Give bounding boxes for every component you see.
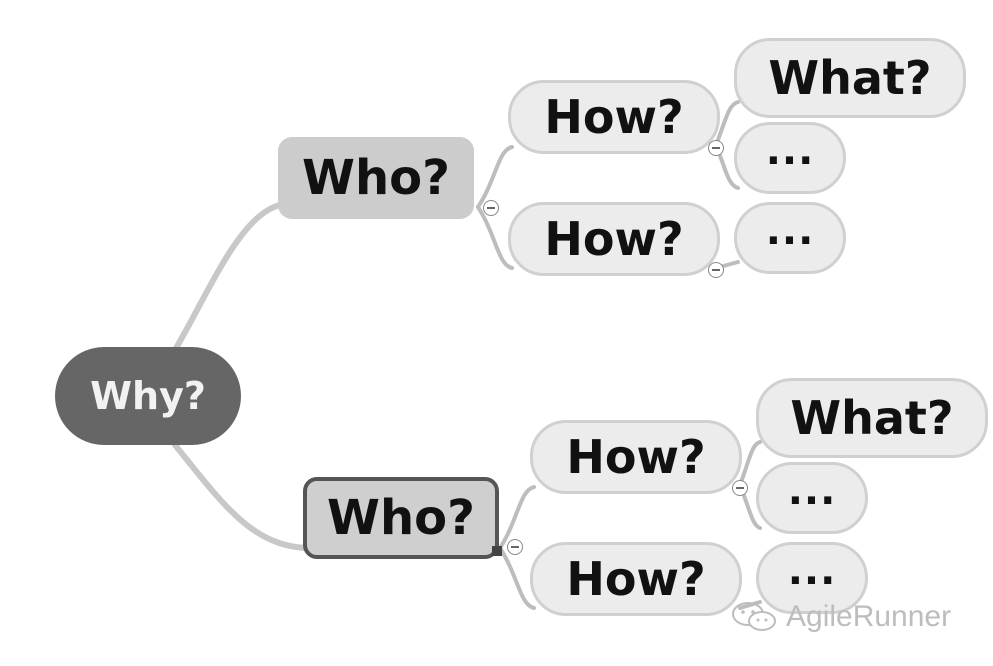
subtopic-how-2a[interactable]: How? <box>530 420 742 494</box>
subtopic-ellipsis-2b[interactable]: ... <box>756 542 868 614</box>
watermark-text: AgileRunner <box>786 600 952 633</box>
subtopic-how-2b[interactable]: How? <box>530 542 742 616</box>
subtopic-how-1a[interactable]: How? <box>508 80 720 154</box>
collapse-icon[interactable] <box>732 480 748 496</box>
resize-handle[interactable] <box>492 546 502 556</box>
watermark: AgileRunner <box>730 600 951 634</box>
subtopic-ellipsis-1a[interactable]: ... <box>734 122 846 194</box>
collapse-icon[interactable] <box>708 262 724 278</box>
subtopic-how-1b[interactable]: How? <box>508 202 720 276</box>
topic-who-1[interactable]: Who? <box>278 137 474 219</box>
collapse-icon[interactable] <box>483 200 499 216</box>
subtopic-ellipsis-2a[interactable]: ... <box>756 462 868 534</box>
subtopic-what-2a[interactable]: What? <box>756 378 988 458</box>
root-node-why[interactable]: Why? <box>55 347 241 445</box>
topic-who-2[interactable]: Who? <box>303 477 499 559</box>
wechat-icon <box>732 602 776 631</box>
collapse-icon[interactable] <box>507 539 523 555</box>
subtopic-ellipsis-1b[interactable]: ... <box>734 202 846 274</box>
subtopic-what-1a[interactable]: What? <box>734 38 966 118</box>
collapse-icon[interactable] <box>708 140 724 156</box>
